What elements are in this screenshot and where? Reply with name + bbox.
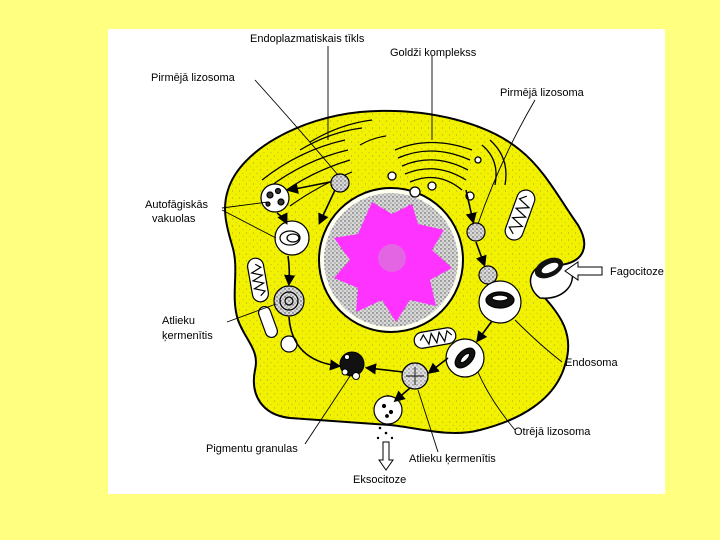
label-pigment-granules: Pigmentu granulas xyxy=(206,443,298,455)
label-autophagic-vacuoles-1: Autofāgiskās xyxy=(145,199,208,211)
leader-lines xyxy=(221,46,563,453)
nucleus xyxy=(318,187,464,333)
label-residual-left-1: Atlieku xyxy=(162,315,195,327)
label-secondary-lysosome: Otrējā lizosoma xyxy=(514,426,591,438)
label-golgi: Goldži komplekss xyxy=(390,47,477,59)
label-residual-bottom: Atlieku ķermenītis xyxy=(409,453,496,465)
label-phagocytosis: Fagocitoze xyxy=(610,266,664,278)
endosome xyxy=(478,280,522,324)
residual-body-bottom xyxy=(401,362,429,390)
label-endoplasmic-reticulum: Endoplazmatiskais tīkls xyxy=(250,33,365,45)
phagocytosis-arrow xyxy=(564,261,603,281)
secondary-lysosome xyxy=(445,338,485,378)
label-autophagic-vacuoles-2: vakuolas xyxy=(152,213,196,225)
autophagic-vacuoles xyxy=(260,183,310,256)
mitochondria xyxy=(246,189,536,349)
phagocytosis-vacuole xyxy=(529,257,574,299)
label-primary-lysosome-right: Pirmējā lizosoma xyxy=(500,87,585,99)
exocytosis-vesicle xyxy=(373,395,403,446)
pathway-arrows xyxy=(276,181,493,403)
exocytosis-arrow xyxy=(378,441,394,471)
endoplasmic-reticulum xyxy=(261,119,387,207)
label-residual-left-2: ķermenītis xyxy=(162,330,213,342)
primary-lysosomes xyxy=(330,173,498,285)
golgi-complex xyxy=(387,139,507,201)
label-endosome: Endosoma xyxy=(565,357,618,369)
label-primary-lysosome-left: Pirmējā lizosoma xyxy=(151,72,236,84)
label-exocytosis: Eksocitoze xyxy=(353,474,406,486)
